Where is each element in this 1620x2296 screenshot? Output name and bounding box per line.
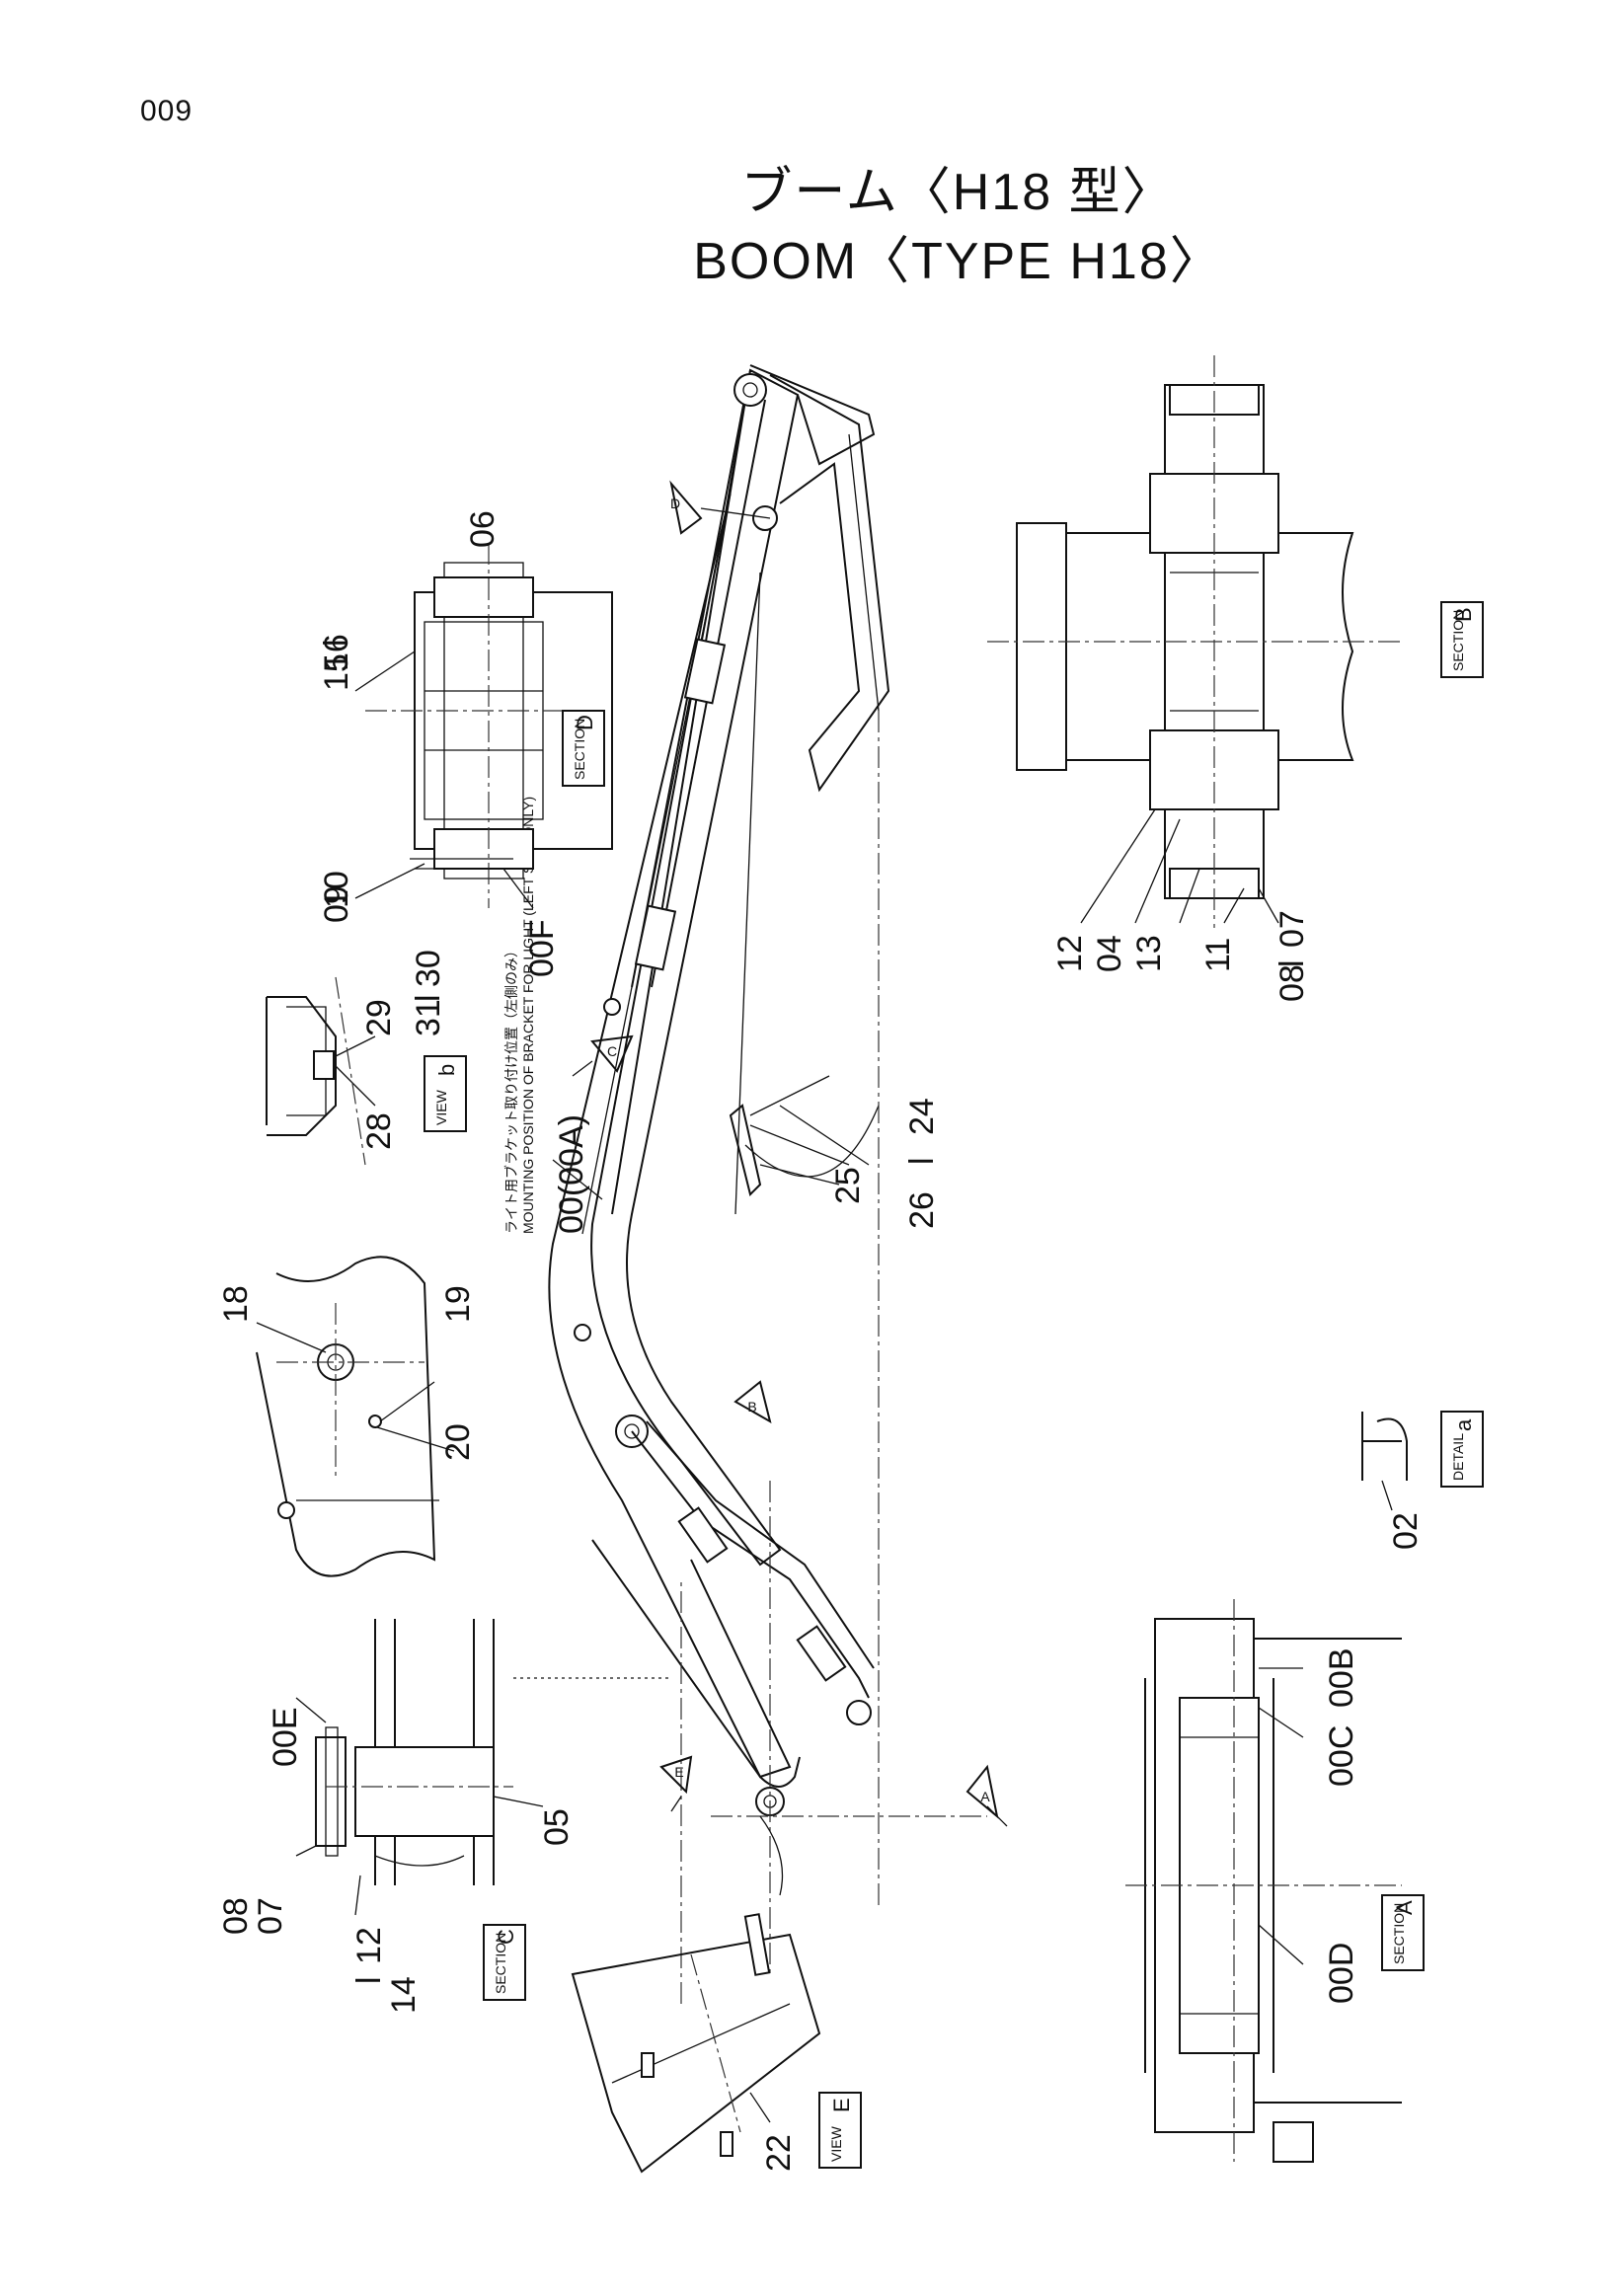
label-09: 09	[318, 885, 355, 923]
svg-text:a: a	[1451, 1418, 1476, 1431]
label-12-c: 12	[350, 1927, 388, 1964]
section-b-view: 12 04 13 11 07 l 08 SECTION B	[987, 355, 1484, 1002]
detail-a-view: 02 DETAIL a	[1361, 1411, 1484, 1550]
label-25: 25	[829, 1167, 867, 1204]
label-26: 26	[903, 1191, 941, 1229]
tag-detail-a: DETAIL a	[1440, 1411, 1484, 1488]
view-marker-d: D	[669, 480, 771, 535]
svg-text:l: l	[1273, 959, 1311, 967]
label-00e: 00E	[267, 1708, 304, 1768]
svg-text:SECTION: SECTION	[572, 719, 587, 780]
svg-text:l: l	[350, 1976, 388, 1984]
svg-text:B: B	[747, 1399, 756, 1415]
svg-text:VIEW: VIEW	[433, 1089, 449, 1125]
label-30: 30	[410, 950, 447, 987]
svg-text:E: E	[829, 2098, 854, 2112]
label-00f: 00F	[523, 919, 561, 977]
section-a-view: 00B 00C 00D SECTION A	[1125, 1599, 1425, 2163]
view-e-view: 22 VIEW E	[571, 1913, 862, 2174]
label-00b: 00B	[1323, 1648, 1360, 1709]
svg-text:B: B	[1451, 607, 1476, 622]
tag-view-b: VIEW b	[424, 1055, 467, 1132]
title-english: BOOM〈TYPE H18〉	[693, 233, 1223, 290]
label-13: 13	[1130, 935, 1168, 972]
svg-text:D: D	[670, 496, 680, 511]
label-00c: 00C	[1323, 1725, 1360, 1787]
svg-text:E: E	[674, 1764, 683, 1780]
label-18: 18	[217, 1285, 255, 1323]
label-16: 16	[318, 634, 355, 671]
svg-text:l: l	[318, 639, 355, 647]
view-marker-a: A	[965, 1764, 1008, 1827]
svg-text:A: A	[980, 1789, 990, 1804]
tag-section-b: SECTION B	[1440, 601, 1484, 678]
label-14: 14	[385, 1976, 423, 2014]
svg-text:l: l	[410, 994, 447, 1002]
svg-text:C: C	[607, 1043, 617, 1059]
label-06: 06	[464, 510, 501, 548]
section-c-view: 00E 05 08 07 12 l 14 SECTION C	[217, 1619, 671, 2014]
label-07-b: 07	[1273, 910, 1311, 948]
label-08-c: 08	[217, 1897, 255, 1935]
svg-text:VIEW: VIEW	[828, 2125, 844, 2162]
svg-text:b: b	[434, 1064, 459, 1076]
svg-text:D: D	[573, 715, 597, 730]
page-number: 009	[140, 95, 193, 127]
label-28: 28	[360, 1112, 398, 1150]
svg-text:C: C	[494, 1929, 518, 1945]
view-marker-c: C	[572, 1034, 634, 1077]
view-marker-b: B	[733, 1380, 772, 1424]
label-04: 04	[1091, 935, 1128, 972]
note-japanese: ライト用ブラケット取り付け位置（左側のみ）	[503, 944, 519, 1234]
label-20: 20	[439, 1423, 477, 1461]
label-10: 10	[318, 871, 355, 908]
svg-text:l: l	[903, 1157, 941, 1165]
svg-text:A: A	[1392, 1900, 1417, 1915]
section-d-view: 06 15 l 16 09 10 00F SECTION D	[318, 510, 613, 977]
tag-section-c: SECTION C	[483, 1924, 526, 2001]
view-marker-e: E	[659, 1755, 693, 1812]
boom-main-view: D C B A E 00(00A) 24 l 26 25 ライ	[503, 364, 1008, 2004]
svg-text:SECTION: SECTION	[1450, 610, 1466, 671]
tag-section-d: SECTION D	[562, 710, 605, 787]
light-bracket-detail: 18 19 20	[217, 1256, 477, 1577]
svg-text:SECTION: SECTION	[1391, 1903, 1407, 1964]
label-22: 22	[760, 2134, 798, 2172]
tag-view-e: VIEW E	[818, 2092, 862, 2169]
label-07-c: 07	[252, 1897, 289, 1935]
label-31: 31	[410, 999, 447, 1036]
label-08-b: 08	[1273, 964, 1311, 1002]
view-b-view: 29 30 l 31 28 VIEW b	[266, 950, 467, 1166]
label-24: 24	[903, 1098, 941, 1135]
label-12-b: 12	[1051, 935, 1089, 972]
label-00d: 00D	[1323, 1943, 1360, 2004]
svg-text:DETAIL: DETAIL	[1450, 1433, 1466, 1481]
label-05: 05	[538, 1808, 576, 1846]
label-29: 29	[360, 999, 398, 1036]
label-15: 15	[318, 653, 355, 691]
title-japanese: ブーム〈H18 型〉	[740, 164, 1176, 221]
tag-section-a: SECTION A	[1381, 1894, 1425, 1971]
label-02: 02	[1387, 1512, 1425, 1550]
label-11: 11	[1199, 938, 1237, 972]
label-00-00a: 00(00A)	[553, 1114, 590, 1234]
label-19: 19	[439, 1285, 477, 1323]
svg-text:SECTION: SECTION	[493, 1933, 508, 1994]
